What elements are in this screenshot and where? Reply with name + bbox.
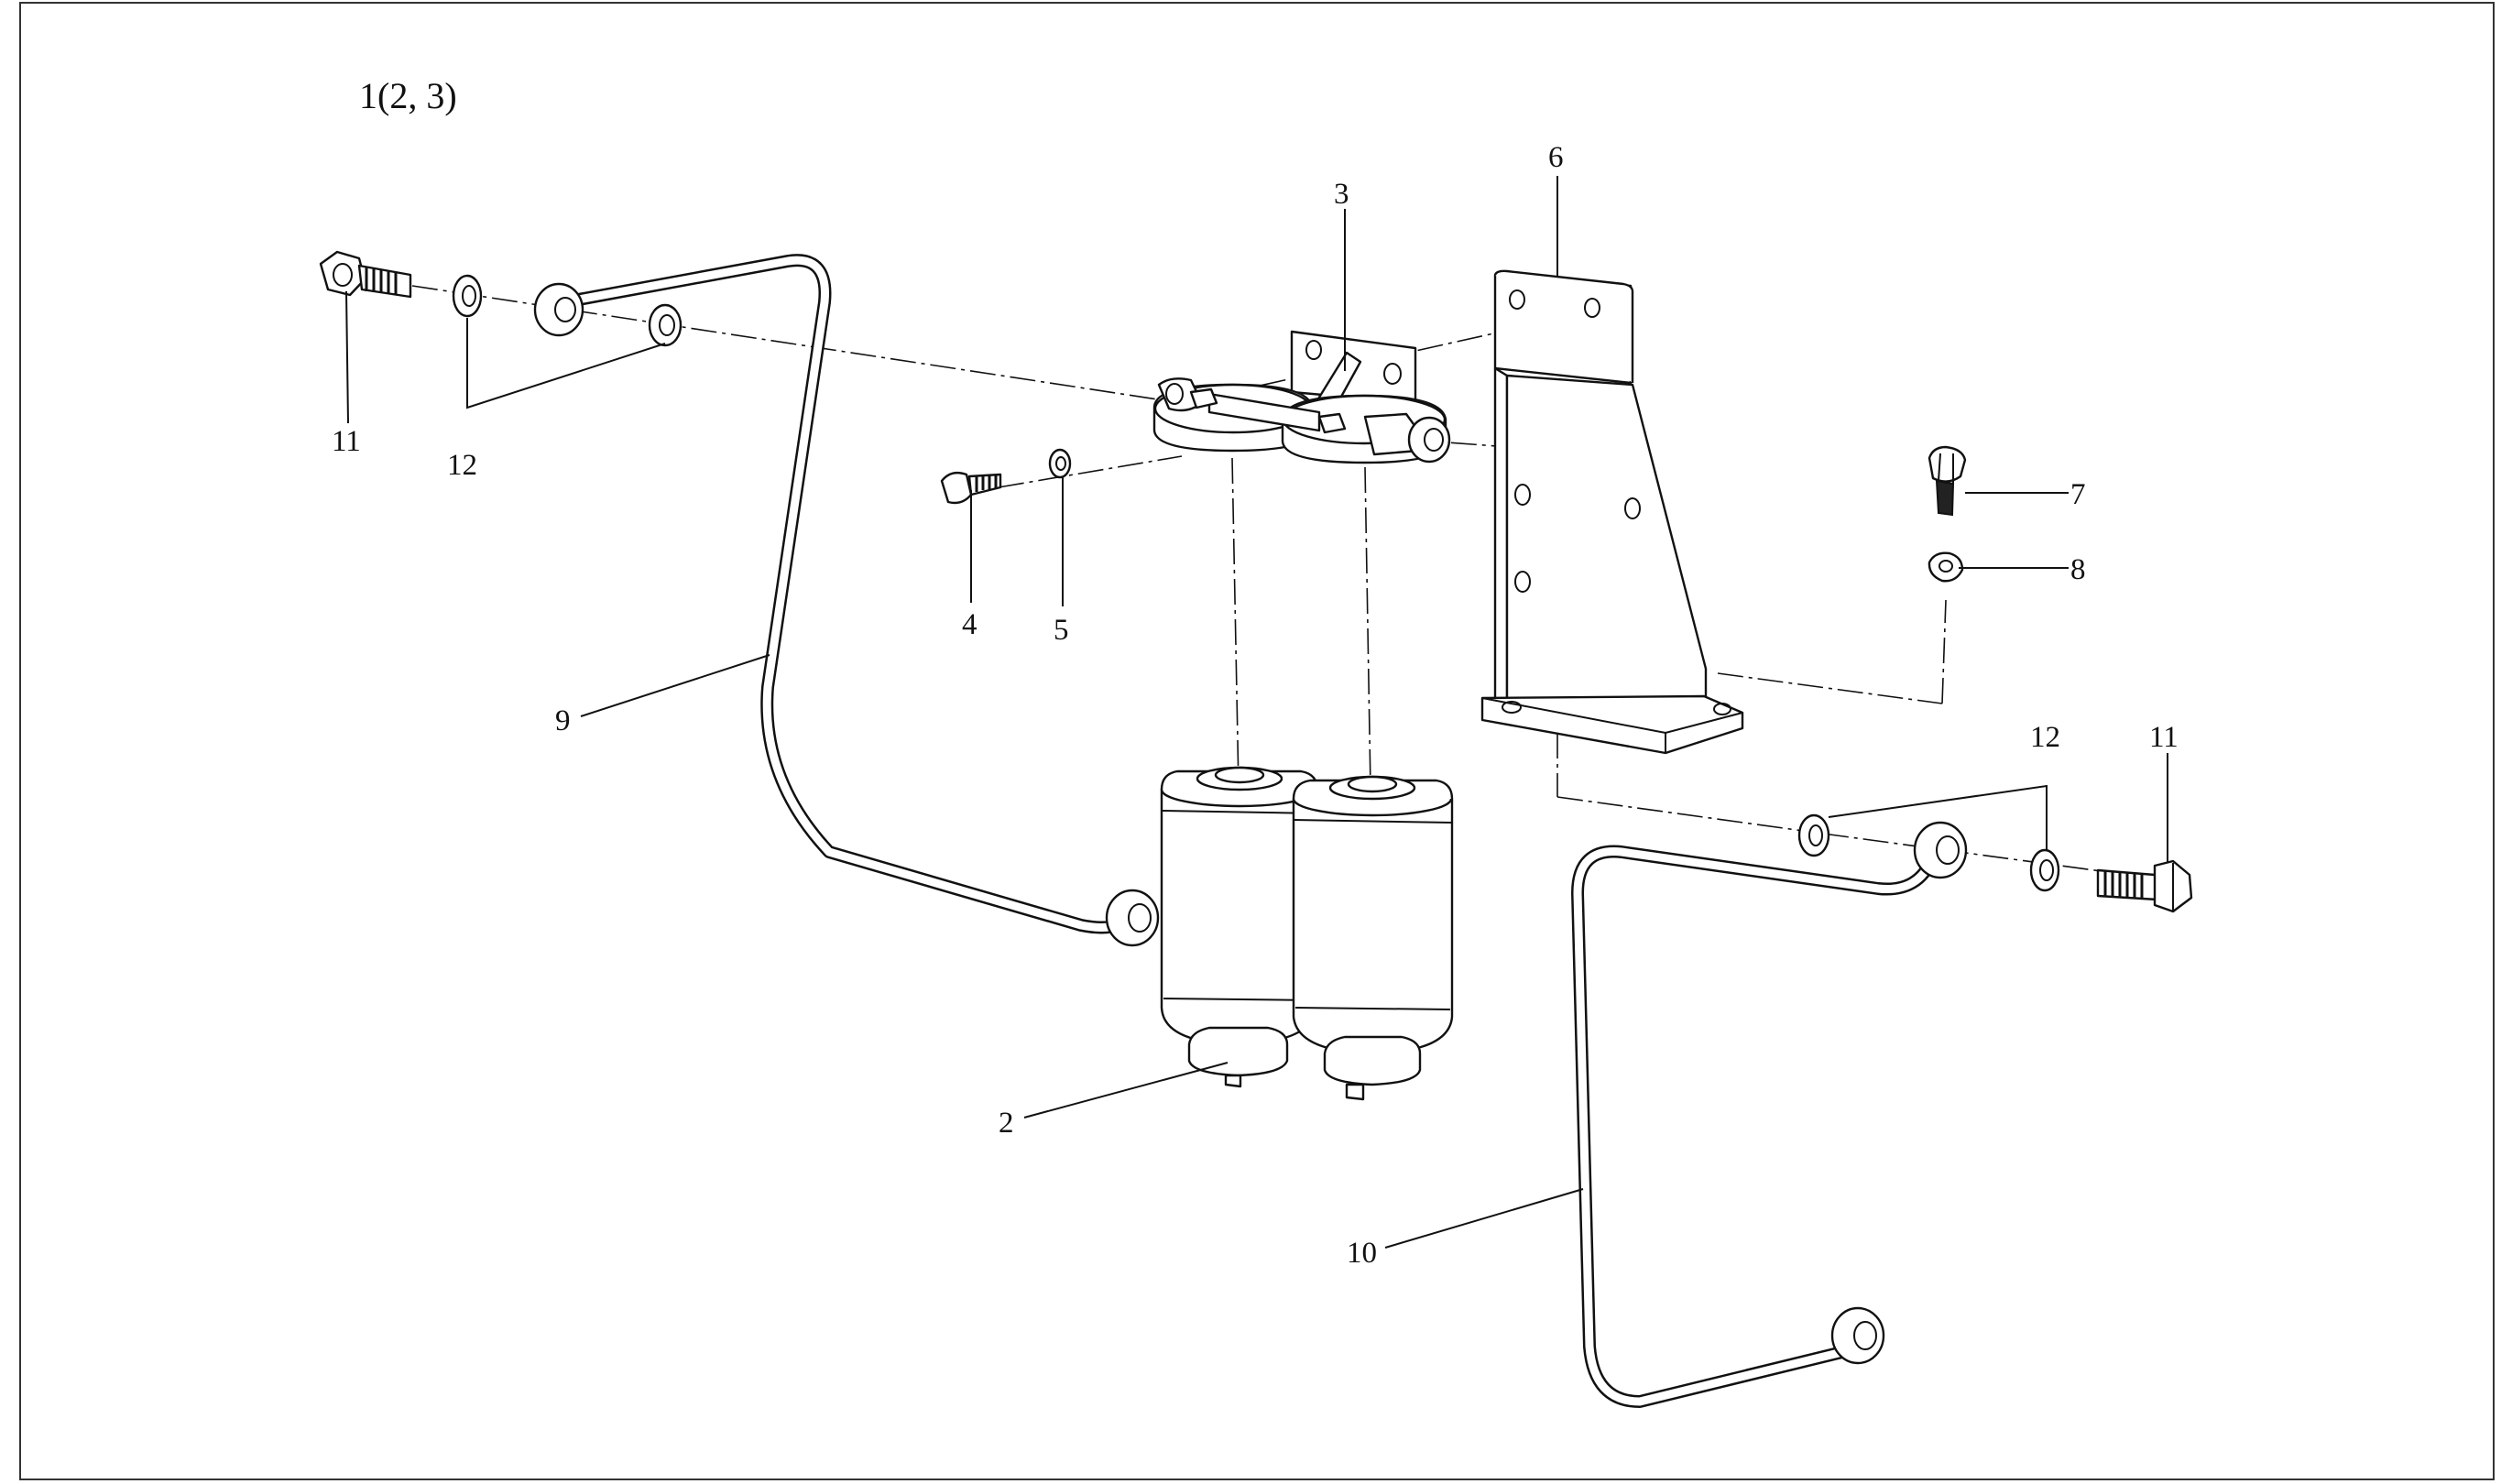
left-banjo-bolt bbox=[319, 250, 412, 299]
callout-12-right: 12 bbox=[2030, 721, 2060, 754]
callout-11-left: 11 bbox=[332, 425, 361, 458]
mounting-bracket bbox=[1480, 269, 1744, 755]
fuel-filter-right bbox=[1292, 775, 1454, 1101]
drawing-frame bbox=[19, 2, 2495, 1480]
right-banjo-bolt bbox=[2096, 859, 2193, 913]
callout-10: 10 bbox=[1347, 1237, 1377, 1270]
right-fuel-pipe bbox=[1571, 821, 1968, 1408]
filter-head bbox=[1152, 330, 1451, 464]
diagram-title: 1(2, 3) bbox=[359, 75, 457, 116]
callout-6: 6 bbox=[1548, 141, 1564, 174]
filter-head-washer bbox=[1048, 448, 1072, 479]
callout-5: 5 bbox=[1054, 614, 1069, 647]
left-seal-washers bbox=[452, 274, 683, 347]
left-fuel-pipe bbox=[533, 254, 1160, 947]
callout-8: 8 bbox=[2070, 553, 2086, 586]
callout-11-right: 11 bbox=[2149, 721, 2179, 754]
leader-lines bbox=[345, 176, 2168, 1249]
callout-2: 2 bbox=[999, 1107, 1014, 1140]
bracket-washer bbox=[1928, 551, 1964, 583]
callout-9: 9 bbox=[555, 704, 571, 737]
callout-4: 4 bbox=[962, 608, 977, 641]
callout-labels: 3 6 11 12 4 5 7 8 9 2 10 12 11 bbox=[332, 141, 2179, 1270]
callout-3: 3 bbox=[1334, 178, 1349, 211]
callout-7: 7 bbox=[2070, 478, 2086, 511]
fuel-filter-left bbox=[1160, 766, 1319, 1088]
right-seal-washers bbox=[1797, 813, 2060, 892]
callout-12-left: 12 bbox=[447, 449, 477, 482]
bracket-bolt bbox=[1928, 445, 1967, 517]
filter-head-bolt bbox=[940, 471, 1002, 505]
